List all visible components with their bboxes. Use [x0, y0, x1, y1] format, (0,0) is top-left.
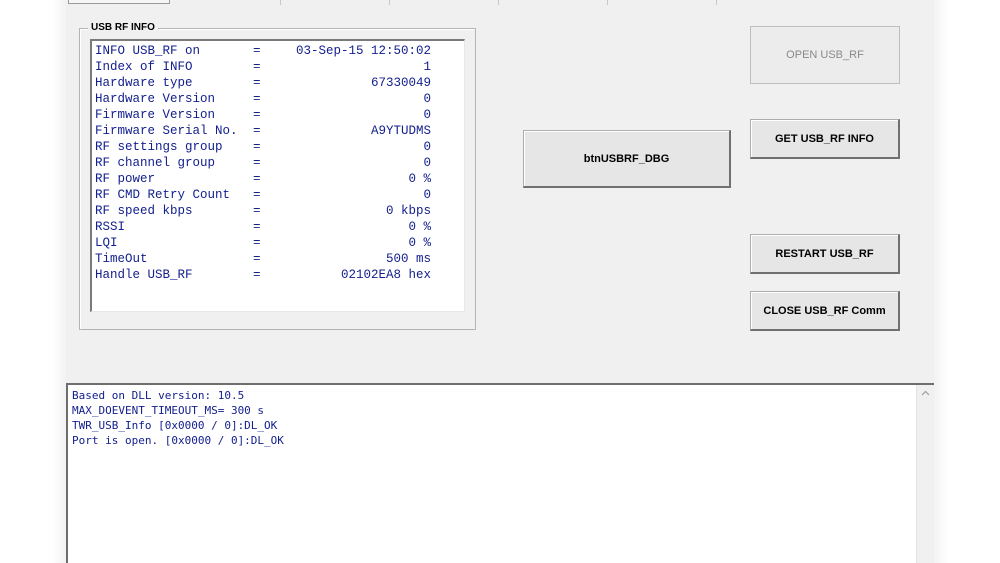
info-equals: = — [253, 220, 261, 234]
get-usb-rf-info-button[interactable]: GET USB_RF INFO — [750, 119, 900, 159]
info-label: Firmware Serial No. — [95, 124, 238, 138]
info-equals: = — [253, 60, 261, 74]
log-line: Port is open. [0x0000 / 0]:DL_OK — [72, 434, 284, 447]
info-value: 0 % — [408, 236, 431, 250]
info-equals: = — [253, 252, 261, 266]
info-row: LQI = 0 % — [95, 235, 431, 251]
info-value: 02102EA8 hex — [340, 268, 431, 282]
restart-usb-rf-button[interactable]: RESTART USB_RF — [750, 234, 900, 274]
info-row: RSSI = 0 % — [95, 219, 431, 235]
info-equals: = — [253, 92, 261, 106]
info-row: RF speed kbps = 0 kbps — [95, 203, 431, 219]
info-row: RF channel group = 0 — [95, 155, 431, 171]
info-row: Firmware Version = 0 — [95, 107, 431, 123]
info-label: RF settings group — [95, 140, 223, 154]
info-label: Handle USB_RF — [95, 268, 193, 282]
info-row: Handle USB_RF = 02102EA8 hex — [95, 267, 431, 283]
info-value: 67330049 — [370, 76, 431, 90]
tab-2[interactable] — [170, 0, 281, 5]
info-equals: = — [253, 204, 261, 218]
info-label: Index of INFO — [95, 60, 193, 74]
info-equals: = — [253, 108, 261, 122]
info-label: RF channel group — [95, 156, 216, 170]
window-shadow-right — [934, 0, 948, 563]
info-value: 0 — [423, 140, 431, 154]
group-title: USB RF INFO — [88, 22, 158, 33]
info-value: 0 % — [408, 172, 431, 186]
info-value: 0 — [423, 92, 431, 106]
info-row: Index of INFO = 1 — [95, 59, 431, 75]
info-equals: = — [253, 124, 261, 138]
info-row: Firmware Serial No. = A9YTUDMS — [95, 123, 431, 139]
info-label: Hardware type — [95, 76, 193, 90]
log-line: MAX_DOEVENT_TIMEOUT_MS= 300 s — [72, 404, 265, 417]
info-equals: = — [253, 188, 261, 202]
close-usb-rf-comm-button[interactable]: CLOSE USB_RF Comm — [750, 291, 900, 331]
log-textarea[interactable]: Based on DLL version: 10.5 MAX_DOEVENT_T… — [66, 383, 934, 563]
info-equals: = — [253, 44, 261, 58]
info-listbox[interactable]: INFO USB_RF on = 03-Sep-15 12:50:02 Inde… — [90, 39, 465, 312]
info-value: 0 kbps — [385, 204, 431, 218]
tab-strip — [66, 0, 934, 6]
info-value: 0 — [423, 156, 431, 170]
info-label: RSSI — [95, 220, 126, 234]
info-equals: = — [253, 172, 261, 186]
info-row: INFO USB_RF on = 03-Sep-15 12:50:02 — [95, 43, 431, 59]
info-equals: = — [253, 236, 261, 250]
info-row: Hardware Version = 0 — [95, 91, 431, 107]
tab-3[interactable] — [281, 0, 390, 5]
info-label: RF power — [95, 172, 156, 186]
info-row: RF settings group = 0 — [95, 139, 431, 155]
info-row: TimeOut = 500 ms — [95, 251, 431, 267]
chevron-up-icon[interactable] — [917, 385, 934, 402]
log-scrollbar[interactable] — [916, 385, 934, 563]
info-label: Firmware Version — [95, 108, 216, 122]
tab-4[interactable] — [390, 0, 499, 5]
info-equals: = — [253, 156, 261, 170]
info-equals: = — [253, 268, 261, 282]
info-value: 500 ms — [385, 252, 431, 266]
info-label: Hardware Version — [95, 92, 216, 106]
info-equals: = — [253, 76, 261, 90]
info-value: 0 — [423, 188, 431, 202]
info-label: LQI — [95, 236, 118, 250]
info-label: RF CMD Retry Count — [95, 188, 231, 202]
info-value: 0 % — [408, 220, 431, 234]
info-value: 1 — [423, 60, 431, 74]
info-value: 0 — [423, 108, 431, 122]
usb-rf-info-group: USB RF INFO INFO USB_RF on = 03-Sep-15 1… — [79, 22, 476, 330]
tab-6[interactable] — [608, 0, 717, 5]
debug-button[interactable]: btnUSBRF_DBG — [523, 130, 731, 188]
log-line: Based on DLL version: 10.5 — [72, 389, 245, 402]
window-shadow-left — [52, 0, 66, 563]
info-value: 03-Sep-15 12:50:02 — [295, 44, 431, 58]
info-label: INFO USB_RF on — [95, 44, 201, 58]
tab-5[interactable] — [499, 0, 608, 5]
info-row: Hardware type = 67330049 — [95, 75, 431, 91]
log-line: TWR_USB_Info [0x0000 / 0]:DL_OK — [72, 419, 278, 432]
open-usb-rf-button[interactable]: OPEN USB_RF — [750, 26, 900, 84]
info-label: TimeOut — [95, 252, 148, 266]
info-value: A9YTUDMS — [370, 124, 431, 138]
app-window: USB RF INFO INFO USB_RF on = 03-Sep-15 1… — [66, 0, 934, 563]
info-row: RF power = 0 % — [95, 171, 431, 187]
info-label: RF speed kbps — [95, 204, 193, 218]
info-row: RF CMD Retry Count = 0 — [95, 187, 431, 203]
info-equals: = — [253, 140, 261, 154]
tab-active[interactable] — [68, 0, 170, 4]
